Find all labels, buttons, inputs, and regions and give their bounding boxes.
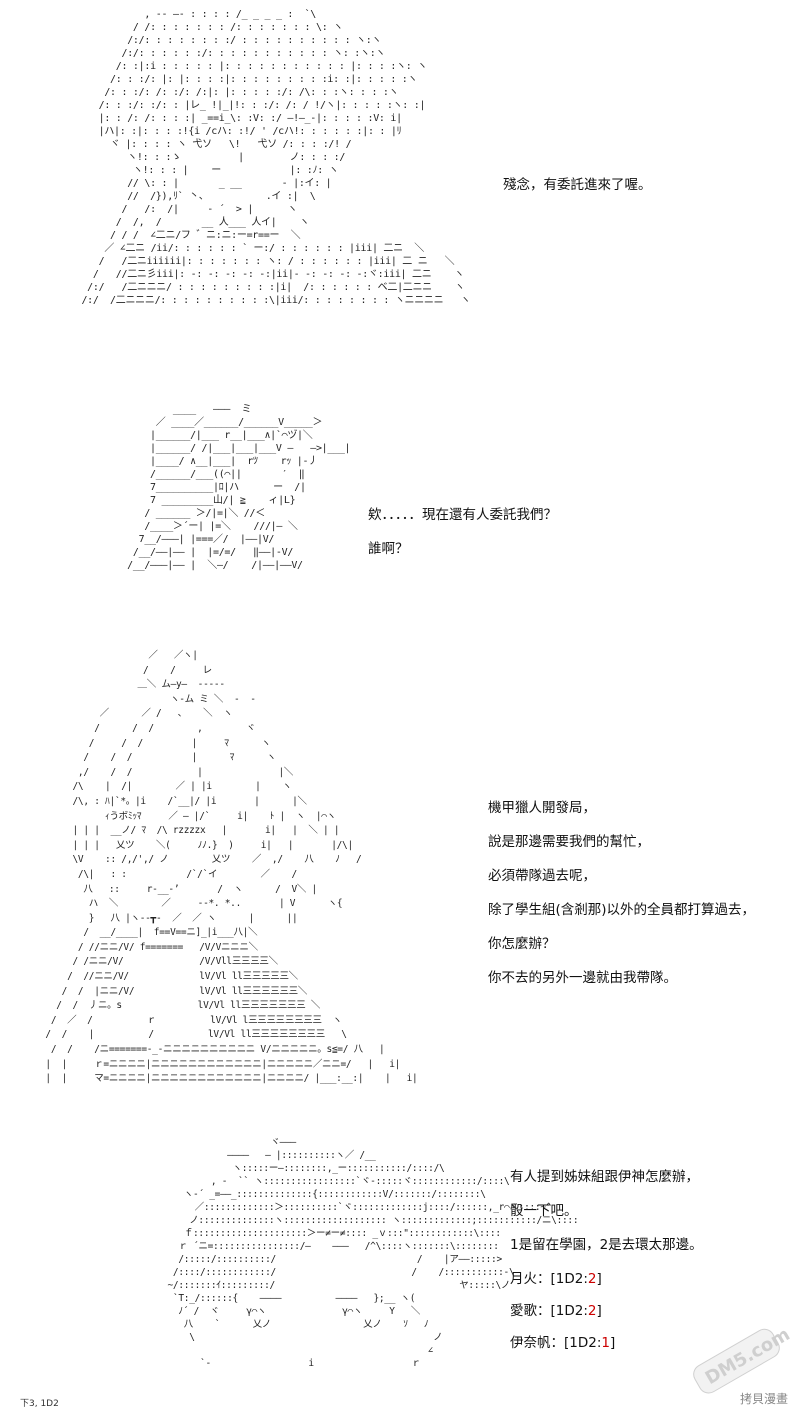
dialogue-box: 有人提到姊妹組跟伊神怎麼辦， 骰一下吧。 1是留在學園，2是去環太那邊。 月火：… xyxy=(510,1168,703,1366)
ascii-art-character: ／ ／ヽ| / / レ ＿＼ ム―y― ----- ヽ-ム ミ ＼ - - ／ … xyxy=(45,650,418,1085)
dialogue-line: 機甲獵人開發局， xyxy=(488,800,596,816)
dialogue-box: 殘念，有委託進來了喔。 xyxy=(503,176,652,194)
panel-3: ／ ／ヽ| / / レ ＿＼ ム―y― ----- ヽ-ム ミ ＼ - - ／ … xyxy=(0,645,800,1120)
vote-result: 1 xyxy=(601,1335,610,1351)
vote-suffix: ] xyxy=(596,1271,602,1287)
dm5-logo-icon: DM5.com xyxy=(693,1324,792,1394)
dialogue-box: 機甲獵人開發局， 說是那邊需要我們的幫忙， 必須帶隊過去呢， 除了學生組(含剎那… xyxy=(488,799,755,987)
ascii-art-character: , -- ―- : : : : /_ _ _ _ : `\ / /: : : :… xyxy=(81,9,471,306)
dialogue-line: 誰啊？ xyxy=(368,541,409,557)
vote-result: 2 xyxy=(587,1303,597,1319)
panel-2: ____ ――― ミ ／ ____／______/______V_____＞ |… xyxy=(0,395,800,640)
ascii-art-character: ヾ――― ―――― ― |::::::::::ヽ／ /__ ヽ:::::ー―::… xyxy=(167,1137,579,1369)
dialogue-line: 有人提到姊妹組跟伊神怎麼辦， xyxy=(510,1169,699,1185)
vote-prefix: ：[1D2: xyxy=(537,1271,588,1287)
vote-name: 伊奈帆 xyxy=(510,1335,551,1351)
vote-suffix: ] xyxy=(596,1303,602,1319)
dialogue-line: 說是那邊需要我們的幫忙， xyxy=(488,834,650,850)
dice-vote: 伊奈帆：[1D2:1] xyxy=(510,1334,703,1352)
panel-4: ヾ――― ―――― ― |::::::::::ヽ／ /__ ヽ:::::ー―::… xyxy=(0,1130,800,1416)
dialogue-line: 你怎麼辦？ xyxy=(488,936,556,952)
dice-vote: 愛歌：[1D2:2] xyxy=(510,1302,703,1320)
dialogue-line: 骰一下吧。 xyxy=(510,1203,578,1219)
watermark-caption: 拷貝漫畫 xyxy=(739,1392,788,1406)
dialogue-line: 1是留在學園，2是去環太那邊。 xyxy=(510,1237,703,1253)
dialogue-line: 你不去的另外一邊就由我帶隊。 xyxy=(488,970,677,986)
vote-result: 2 xyxy=(587,1271,597,1287)
vote-suffix: ] xyxy=(609,1335,616,1351)
vote-prefix: ：[1D2: xyxy=(550,1335,602,1351)
dialogue-line: 殘念，有委託進來了喔。 xyxy=(503,177,652,193)
ascii-art-character: ____ ――― ミ ／ ____／______/______V_____＞ |… xyxy=(127,404,351,571)
vote-prefix: ：[1D2: xyxy=(537,1303,588,1319)
dialogue-line: 欸．．．．．現在還有人委託我們？ xyxy=(368,507,557,523)
dialogue-box: 欸．．．．．現在還有人委託我們？ 誰啊？ xyxy=(368,506,557,558)
vote-name: 愛歌 xyxy=(510,1303,537,1319)
panel-1: , -- ―- : : : : /_ _ _ _ : `\ / /: : : :… xyxy=(0,0,800,390)
dialogue-line: 必須帶隊過去呢， xyxy=(488,868,596,884)
vote-name: 月火 xyxy=(510,1271,537,1287)
dialogue-line: 除了學生組(含剎那)以外的全員都打算過去， xyxy=(488,902,756,918)
dice-vote: 月火：[1D2:2] xyxy=(510,1270,703,1288)
footer-note: 下3, 1D2 xyxy=(20,1399,59,1409)
